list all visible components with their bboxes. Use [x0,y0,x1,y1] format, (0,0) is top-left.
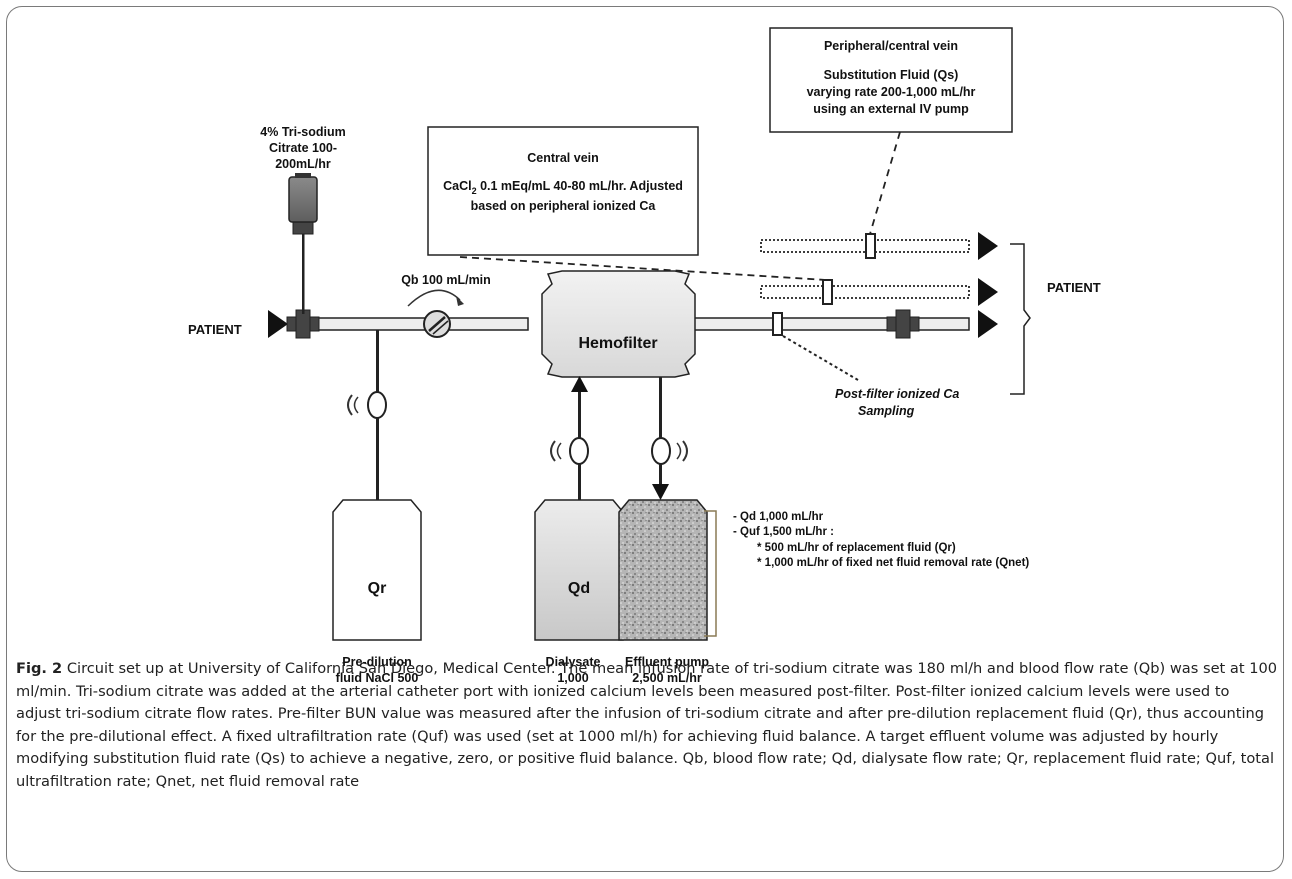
citrate-label-1: 4% Tri-sodium [260,125,345,139]
pre-dilution-label-2: fluid NaCl 500 [336,671,419,685]
effluent-bag [618,499,708,641]
patient-arrow-substitution [978,232,998,260]
patient-arrow-main [978,310,998,338]
qb-label: Qb 100 mL/min [401,273,491,287]
figure-frame [6,6,1284,872]
notes-line-4: * 1,000 mL/hr of fixed net fluid removal… [757,557,1029,569]
peripheral-vein-line-2: varying rate 200-1,000 mL/hr [807,85,976,99]
patient-left-arrow [268,310,288,338]
qd-bag [534,499,624,641]
central-vein-line-1: CaCl2 0.1 mEq/mL 40-80 mL/hr. Adjusted [443,179,683,196]
qr-bag-label: Qr [368,580,387,597]
post-filter-sampling-port [772,312,859,381]
hemofilter [541,270,696,378]
pre-dilution-label-1: Pre-dilution [342,655,411,669]
qd-bag-label: Qd [568,580,590,597]
venous-port-connector [886,309,920,339]
figure-caption: Fig. 2 Circuit set up at University of C… [16,658,1278,793]
central-vein-title: Central vein [527,151,599,165]
blood-pump [407,289,464,338]
patient-left-label: PATIENT [188,322,242,337]
arterial-port-connector [286,309,320,339]
post-filter-label-1: Post-filter ionized Ca [835,387,959,401]
notes-line-2: - Quf 1,500 mL/hr : [733,526,834,538]
notes-bracket [704,510,717,637]
hemofilter-label: Hemofilter [578,335,657,352]
substitution-line [760,131,970,259]
dialysate-label-2: 1,000 [557,671,588,685]
peripheral-vein-box [769,27,1013,133]
central-vein-line [459,256,970,305]
post-filter-label-2: Sampling [858,404,915,418]
citrate-label-3: 200mL/hr [275,157,331,171]
peripheral-vein-line-3: using an external IV pump [813,102,969,116]
patient-right-label: PATIENT [1047,280,1101,295]
citrate-label-2: Citrate 100- [269,141,337,155]
central-vein-box [427,126,699,256]
pre-dilution-line [347,330,387,500]
citrate-bag [288,173,318,314]
qr-bag [332,499,422,641]
effluent-label-1: Effluent pump [625,655,709,669]
effluent-label-2: 2,500 mL/hr [632,671,702,685]
peripheral-vein-line-1: Substitution Fluid (Qs) [824,68,959,82]
dialysate-line [550,376,589,500]
notes-line-3: * 500 mL/hr of replacement fluid (Qr) [757,542,956,554]
caption-text: Circuit set up at University of Californ… [16,660,1278,790]
effluent-line [651,377,688,500]
patient-bracket [1010,243,1031,395]
dialysate-label-1: Dialysate [546,655,601,669]
notes-line-1: - Qd 1,000 mL/hr [733,511,824,523]
figure-label: Fig. 2 [16,660,63,677]
peripheral-vein-title: Peripheral/central vein [824,39,958,53]
patient-arrow-central [978,278,998,306]
central-vein-line-2: based on peripheral ionized Ca [471,199,657,213]
